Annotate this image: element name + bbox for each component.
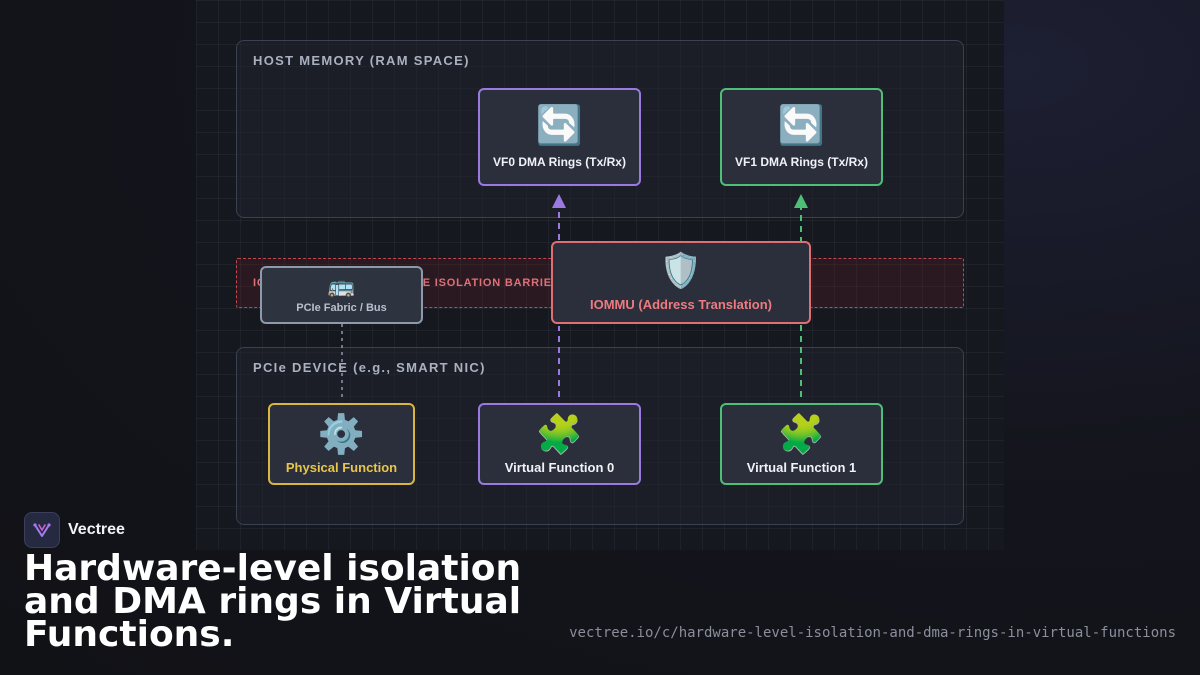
refresh-arrows-icon: 🔄	[535, 103, 584, 147]
iommu-node[interactable]: 🛡️ IOMMU (Address Translation)	[551, 241, 811, 324]
pcie-fabric-label: PCIe Fabric / Bus	[296, 302, 387, 314]
vf0-dma-rings-label: VF0 DMA Rings (Tx/Rx)	[493, 155, 626, 169]
virtual-function-1-label: Virtual Function 1	[746, 459, 857, 475]
vf1-dma-rings-node[interactable]: 🔄 VF1 DMA Rings (Tx/Rx)	[720, 88, 883, 186]
pcie-fabric-node[interactable]: 🚌 PCIe Fabric / Bus	[260, 266, 423, 324]
vectree-logo-icon	[24, 512, 60, 548]
puzzle-piece-icon: 🧩	[777, 411, 826, 456]
page-url[interactable]: vectree.io/c/hardware-level-isolation-an…	[569, 625, 1176, 641]
physical-function-label: Physical Function	[285, 459, 398, 475]
vf1-dma-rings-label: VF1 DMA Rings (Tx/Rx)	[735, 155, 868, 169]
vf0-dma-rings-node[interactable]: 🔄 VF0 DMA Rings (Tx/Rx)	[478, 88, 641, 186]
page-title: Hardware-level isolation and DMA rings i…	[24, 548, 522, 655]
gear-icon: ⚙️	[317, 411, 366, 456]
virtual-function-0-node[interactable]: 🧩 Virtual Function 0	[478, 403, 641, 485]
bus-icon: 🚌	[327, 274, 356, 299]
refresh-arrows-icon: 🔄	[777, 103, 826, 147]
host-memory-label: HOST MEMORY (RAM SPACE)	[253, 53, 470, 68]
virtual-function-0-label: Virtual Function 0	[504, 459, 615, 475]
puzzle-piece-icon: 🧩	[535, 411, 584, 456]
brand-name: Vectree	[68, 521, 125, 538]
physical-function-node[interactable]: ⚙️ Physical Function	[268, 403, 415, 485]
brand[interactable]: Vectree	[24, 512, 125, 548]
iommu-label: IOMMU (Address Translation)	[589, 297, 773, 312]
pcie-device-label: PCIe DEVICE (e.g., SMART NIC)	[253, 360, 486, 375]
virtual-function-1-node[interactable]: 🧩 Virtual Function 1	[720, 403, 883, 485]
shield-icon: 🛡️	[659, 251, 703, 291]
